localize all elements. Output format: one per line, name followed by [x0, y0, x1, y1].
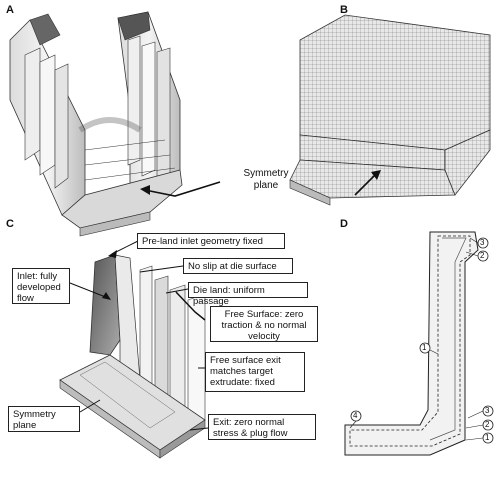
callout-symmetry-plane: Symmetry plane: [8, 406, 80, 432]
callout-inlet: Inlet: fully developed flow: [12, 268, 70, 304]
callout-preland-inlet: Pre-land inlet geometry fixed: [137, 233, 285, 249]
callout-die-land: Die land: uniform passage: [188, 282, 308, 307]
callout-free-surface-exit: Free surface exit matches target extruda…: [205, 352, 305, 392]
callout-exit: Exit: zero normal stress & plug flow: [208, 414, 316, 440]
panel-label-d: D: [340, 218, 348, 230]
marker-2-bottom: 2: [485, 420, 490, 429]
marker-1-mid: 1: [422, 343, 427, 352]
marker-4: 4: [353, 411, 358, 420]
marker-1-bottom: 1: [485, 433, 490, 442]
marker-3-top: 3: [480, 238, 485, 247]
panel-label-b: B: [340, 4, 348, 16]
panel-a-die-model: [9, 11, 221, 237]
panel-b-mesh-model: [289, 14, 491, 206]
marker-3-bottom: 3: [485, 406, 490, 415]
panel-c-die-model: [59, 240, 209, 459]
panel-label-a: A: [6, 4, 14, 16]
callout-free-surface: Free Surface: zero traction & no normal …: [210, 306, 318, 342]
panel-label-c: C: [6, 218, 14, 230]
panel-d-outline: [344, 231, 494, 456]
marker-2-top: 2: [480, 251, 485, 260]
callout-no-slip: No slip at die surface: [183, 258, 293, 274]
symmetry-plane-caption: Symmetry plane: [243, 168, 289, 191]
